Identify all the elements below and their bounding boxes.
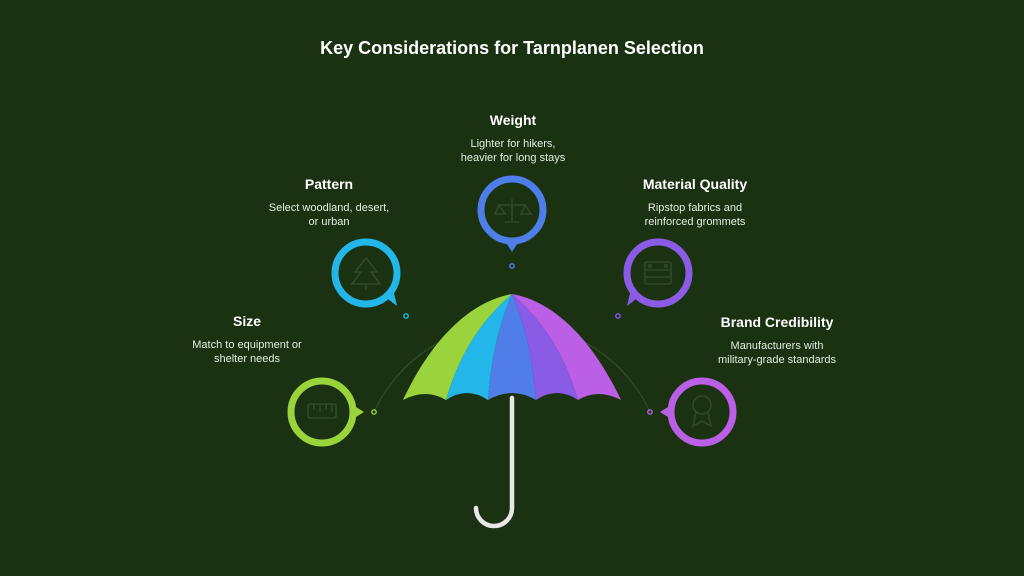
consideration-pattern: Pattern Select woodland, desert, or urba…	[234, 176, 424, 229]
bubble-weight	[477, 175, 547, 252]
consideration-label: Material Quality	[642, 176, 748, 192]
ruler-icon	[307, 403, 337, 419]
connector-dot-material	[615, 313, 621, 319]
umbrella	[403, 294, 621, 529]
page-title: Key Considerations for Tarnplanen Select…	[320, 38, 704, 58]
connector-dot-pattern	[403, 313, 409, 319]
consideration-description: Lighter for hikers, heavier for long sta…	[460, 138, 566, 164]
consideration-brand: Brand Credibility Manufacturers with mil…	[682, 314, 872, 367]
connector-dots	[371, 263, 653, 415]
badge-icon	[691, 395, 713, 428]
consideration-description: Select woodland, desert, or urban	[268, 202, 390, 228]
consideration-description: Manufacturers with military-grade standa…	[718, 340, 836, 366]
umbrella-panel-pattern	[446, 294, 512, 400]
bubble-material	[623, 238, 693, 308]
scale-icon	[493, 199, 533, 223]
umbrella-handle	[473, 395, 515, 529]
fabric-icon	[644, 261, 672, 285]
connector-dot-brand	[647, 409, 653, 415]
umbrella-panel-size	[403, 294, 512, 400]
consideration-label: Brand Credibility	[720, 314, 834, 330]
consideration-size: Size Match to equipment or shelter needs	[152, 313, 342, 366]
bubble-size	[287, 377, 364, 447]
consideration-description: Match to equipment or shelter needs	[192, 339, 302, 365]
bubble-pattern	[331, 238, 401, 308]
consideration-label: Size	[232, 313, 261, 329]
consideration-material: Material Quality Ripstop fabrics and rei…	[600, 176, 790, 229]
connector-dot-weight	[509, 263, 515, 269]
consideration-description: Ripstop fabrics and reinforced grommets	[644, 202, 746, 228]
consideration-label: Pattern	[304, 176, 354, 192]
connector-dot-size	[371, 409, 377, 415]
bubble-brand	[660, 377, 737, 447]
consideration-weight: Weight Lighter for hikers, heavier for l…	[418, 112, 608, 165]
umbrella-panel-brand	[512, 294, 621, 400]
consideration-label: Weight	[489, 112, 537, 128]
tree-icon	[350, 256, 382, 290]
umbrella-panel-weight	[488, 294, 536, 400]
umbrella-panel-material	[512, 294, 578, 400]
